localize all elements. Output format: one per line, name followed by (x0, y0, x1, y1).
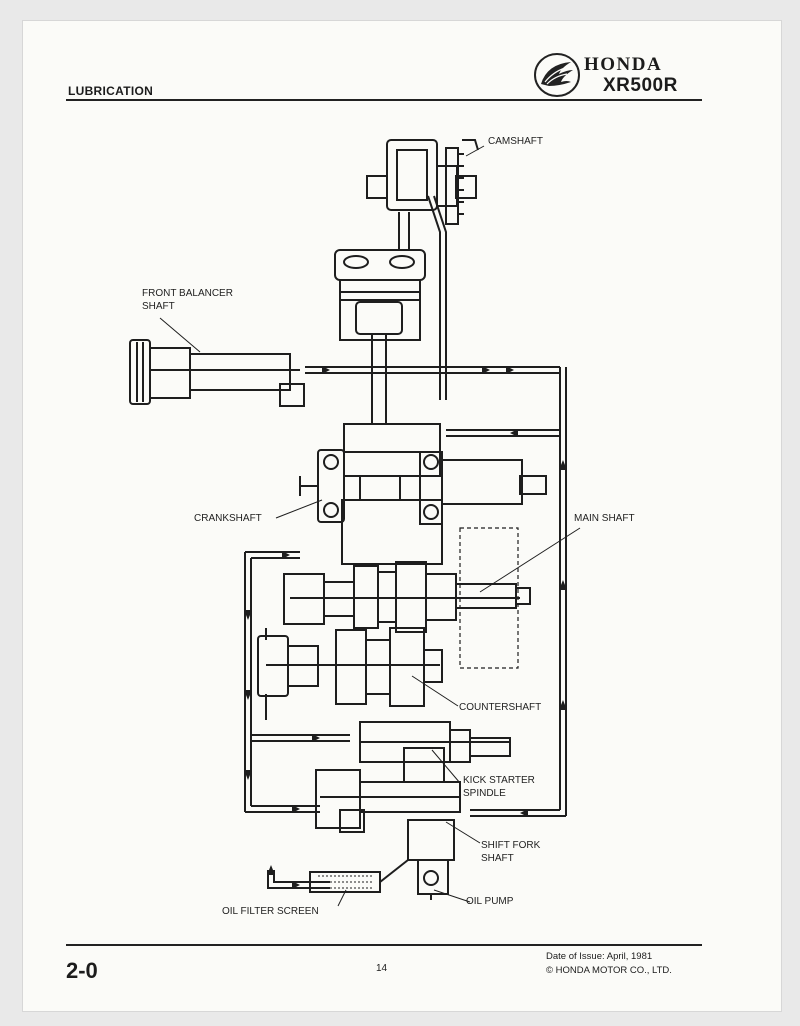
main-shaft (283, 561, 531, 633)
label-oil-pump: OIL PUMP (466, 896, 514, 907)
label-camshaft: CAMSHAFT (488, 136, 543, 147)
shift-fork-shaft (315, 747, 461, 833)
section-number: 2-0 (66, 958, 98, 983)
label-shift-fork-line1: SHIFT FORK (481, 840, 541, 851)
issue-date: Date of Issue: April, 1981 (546, 951, 653, 962)
camshaft-assembly (366, 139, 479, 400)
header-rule (66, 99, 702, 101)
oil-filter-screen (309, 859, 409, 893)
footer-rule (66, 944, 702, 946)
label-crankshaft: CRANKSHAFT (194, 513, 262, 524)
label-front-balancer-line2: SHAFT (142, 301, 175, 312)
page-number: 14 (376, 963, 388, 974)
oil-pump (407, 819, 455, 900)
countershaft (257, 627, 443, 720)
crankshaft (299, 423, 547, 565)
label-oil-filter-screen: OIL FILTER SCREEN (222, 906, 319, 917)
label-shift-fork-line2: SHAFT (481, 853, 514, 864)
section-title: LUBRICATION (68, 84, 154, 98)
leader-lines (159, 145, 581, 907)
piston-assembly (334, 249, 426, 425)
brand-name: HONDA (584, 54, 663, 75)
honda-wing-logo-icon (534, 53, 580, 97)
front-balancer-shaft (129, 339, 305, 407)
kick-starter-spindle (359, 721, 511, 763)
flow-arrows (244, 366, 567, 889)
label-kick-starter-line1: KICK STARTER (463, 775, 535, 786)
model-name: XR500R (603, 75, 678, 96)
label-front-balancer-line1: FRONT BALANCER (142, 288, 233, 299)
label-kick-starter-line2: SPINDLE (463, 788, 506, 799)
manual-page (22, 20, 782, 1012)
label-main-shaft: MAIN SHAFT (574, 513, 635, 524)
label-countershaft: COUNTERSHAFT (459, 702, 542, 713)
copyright: © HONDA MOTOR CO., LTD. (546, 965, 672, 976)
